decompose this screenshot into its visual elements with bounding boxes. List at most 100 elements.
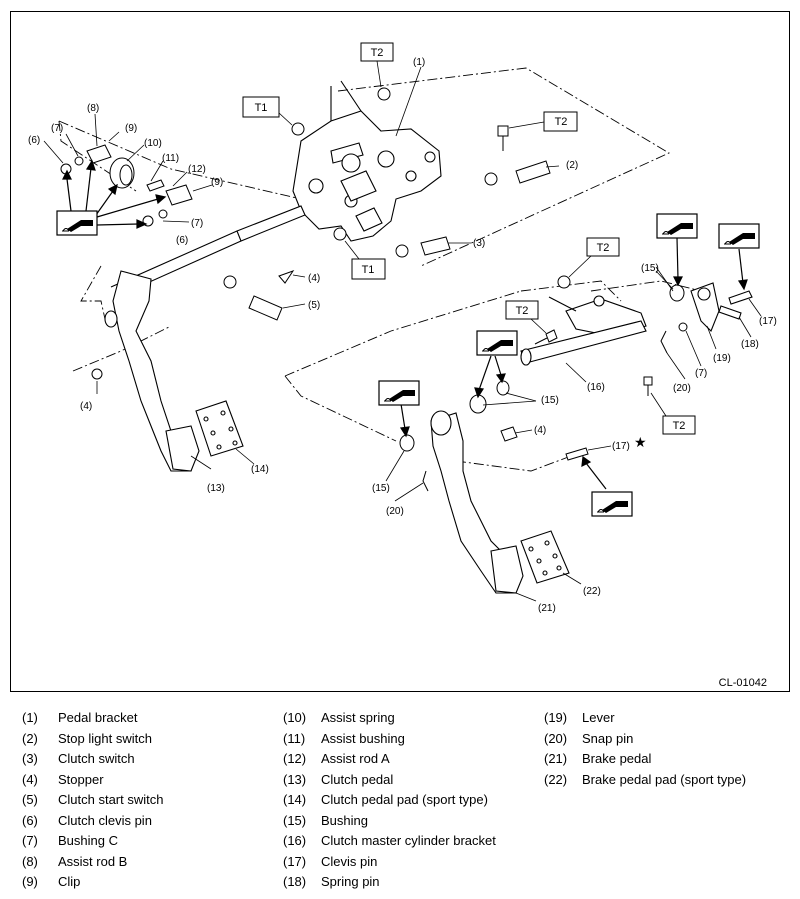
legend-number: (3) [22, 751, 38, 766]
grease-symbol [56, 210, 98, 236]
legend-text: Brake pedal [582, 751, 652, 766]
legend-item: (3)Clutch switch [22, 750, 272, 771]
callout-5: (5) [308, 300, 320, 311]
lever [690, 282, 753, 332]
legend-number: (18) [283, 874, 307, 889]
legend-text: Clip [58, 874, 81, 889]
exploded-diagram: T2 T1 T2 T1 T2 T2 T2 (1) (2) (3) (4) (5)… [28, 42, 777, 614]
small-parts [60, 87, 688, 492]
legend-text: Spring pin [321, 874, 380, 889]
callout-19: (19) [713, 353, 731, 364]
legend-text: Assist rod A [321, 751, 390, 766]
pedal-bracket [292, 80, 442, 242]
legend-text: Clevis pin [321, 853, 378, 869]
callout-9: (9) [211, 177, 223, 188]
legend-item: (19)Lever [544, 709, 794, 730]
legend-item: (10) Assist spring [283, 709, 538, 730]
legend-text: Clutch master cylinder bracket [321, 833, 496, 848]
legend-text: Bushing [321, 812, 368, 828]
star-mark: ★ [634, 435, 647, 451]
parts-legend: (1)Pedal bracket(2)Stop light switch(3)C… [0, 709, 800, 894]
callout-12: (12) [188, 164, 206, 175]
callout-20: (20) [673, 383, 691, 394]
legend-text: Stop light switch [58, 730, 152, 746]
svg-text:T2: T2 [516, 305, 529, 317]
svg-text:T2: T2 [371, 47, 384, 59]
grease-symbol [656, 213, 698, 239]
svg-text:T2: T2 [555, 116, 568, 128]
legend-column-2: (10) Assist spring (11)Assist bushing(12) A… [283, 709, 538, 894]
legend-item: (21) Brake pedal [544, 750, 794, 771]
legend-item: (14)Clutch pedal pad (sport type) [283, 791, 538, 812]
legend-item: (2)Stop light switch [22, 730, 272, 751]
legend-number: (15) [283, 812, 307, 828]
legend-item: (20) Snap pin [544, 730, 794, 751]
legend-number: (16) [283, 833, 307, 848]
callout-21: (21) [538, 603, 556, 614]
callout-20: (20) [386, 506, 404, 517]
legend-text: Clutch clevis pin [58, 812, 152, 828]
legend-item: (1) Pedal bracket [22, 709, 272, 730]
callout-17: (17) [612, 441, 630, 452]
legend-number: (20) [544, 730, 568, 746]
legend-text: Stopper [58, 771, 104, 787]
legend-item: (12) Assist rod A [283, 750, 538, 771]
legend-text: Brake pedal pad (sport type) [582, 771, 747, 787]
assembly-outline-right [284, 67, 702, 472]
legend-number: (1) [22, 710, 38, 725]
legend-number: (4) [22, 771, 38, 787]
callout-2: (2) [566, 160, 578, 171]
master-cylinder-bracket [520, 295, 647, 366]
legend-number: (7) [22, 833, 38, 848]
callout-8: (8) [87, 103, 99, 114]
diagram-frame: T2 T1 T2 T1 T2 T2 T2 (1) (2) (3) (4) (5)… [10, 11, 790, 692]
callout-18: (18) [741, 339, 759, 350]
legend-item: (5) Clutch start switch [22, 791, 272, 812]
callout-7: (7) [695, 368, 707, 379]
clutch-pedal [104, 270, 200, 472]
callout-4: (4) [534, 425, 546, 436]
brake-pedal-pad [520, 530, 570, 584]
legend-item: (22) Brake pedal pad (sport type) [544, 771, 794, 792]
svg-text:T1: T1 [255, 102, 268, 114]
legend-number: (5) [22, 792, 38, 807]
legend-text: Assist spring [321, 710, 395, 725]
legend-number: (21) [544, 751, 568, 766]
legend-number: (9) [22, 874, 38, 889]
callout-15: (15) [641, 263, 659, 274]
legend-text: Snap pin [582, 730, 634, 746]
callout-15: (15) [541, 395, 559, 406]
callout-14: (14) [251, 464, 269, 475]
legend-item: (11)Assist bushing [283, 730, 538, 751]
legend-text: Pedal bracket [58, 710, 138, 725]
legend-text: Clutch start switch [58, 792, 164, 807]
svg-text:T2: T2 [673, 420, 686, 432]
torque-box-t1: T1 [344, 240, 386, 280]
legend-number: (14) [283, 792, 307, 807]
figure-id: CL-01042 [718, 677, 767, 689]
callout-16: (16) [587, 382, 605, 393]
callout-13: (13) [207, 483, 225, 494]
callout-22: (22) [583, 586, 601, 597]
torque-box-t2: T2 [505, 300, 547, 334]
legend-text: Bushing C [58, 833, 118, 848]
legend-text: Assist rod B [58, 853, 128, 869]
legend-number: (12) [283, 751, 307, 766]
grease-arrows [62, 159, 748, 490]
legend-item: (16) Clutch master cylinder bracket [283, 832, 538, 853]
legend-item: (13)Clutch pedal [283, 771, 538, 792]
legend-number: (10) [283, 710, 307, 725]
legend-item: (4) Stopper [22, 771, 272, 792]
callout-15: (15) [372, 483, 390, 494]
svg-text:T1: T1 [362, 264, 375, 276]
legend-item: (8)Assist rod B [22, 853, 272, 874]
grease-symbol [476, 330, 518, 356]
callout-7: (7) [51, 123, 63, 134]
callout-6: (6) [176, 235, 188, 246]
legend-text: Assist bushing [321, 730, 405, 746]
callout-11: (11) [162, 153, 179, 164]
brake-pedal [430, 410, 524, 594]
callout-1: (1) [413, 57, 425, 68]
legend-column-3: (19)Lever(20) Snap pin (21) Brake pedal (22)… [544, 709, 794, 791]
legend-number: (22) [544, 771, 568, 787]
